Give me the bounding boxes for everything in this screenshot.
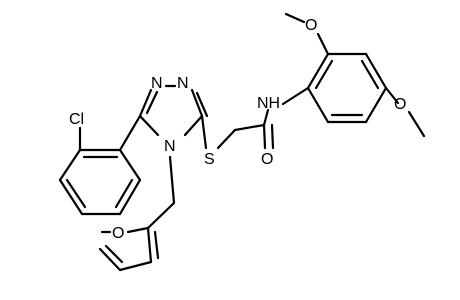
chlorophenyl-ring	[58, 148, 142, 216]
methoxy-methyl-right-bond	[407, 110, 426, 138]
ch2-furan-bond	[146, 201, 176, 230]
sulfur-label: S	[204, 151, 215, 168]
triazole-n2-label: N	[177, 75, 189, 92]
furan-ring	[98, 226, 160, 272]
methoxy-oxygen-right-label: O	[394, 96, 406, 113]
n4-ch2-bond	[168, 155, 176, 205]
carbonyl-nh-bond	[262, 108, 270, 127]
ch2-carbonyl-bond	[233, 123, 266, 132]
triazole-ring	[138, 84, 209, 137]
methoxy-oxygen-top-label: O	[305, 17, 317, 34]
phenyl-triazole-bond	[118, 114, 142, 152]
chlorine-label: Cl	[69, 111, 84, 128]
methoxy-methyl-top-bond	[284, 12, 306, 24]
nh-aryl-bond	[281, 86, 310, 106]
carbonyl-oxygen-label: O	[261, 151, 273, 168]
triazole-n1-label: N	[151, 75, 163, 92]
aryl-o-bond-right	[384, 86, 400, 105]
carbonyl-double-bond-b	[270, 123, 275, 150]
aryl-o-bond-top	[316, 32, 330, 56]
triazole-n4-label: N	[164, 138, 176, 155]
sulfur-ch2-bond	[216, 128, 237, 150]
triazole-sulfur-bond	[200, 114, 208, 150]
dimethoxyphenyl-ring	[306, 52, 388, 124]
carbonyl-double-bond-a	[262, 123, 267, 150]
furan-oxygen-label: O	[112, 225, 124, 242]
amide-nh-label: NH	[257, 95, 280, 112]
